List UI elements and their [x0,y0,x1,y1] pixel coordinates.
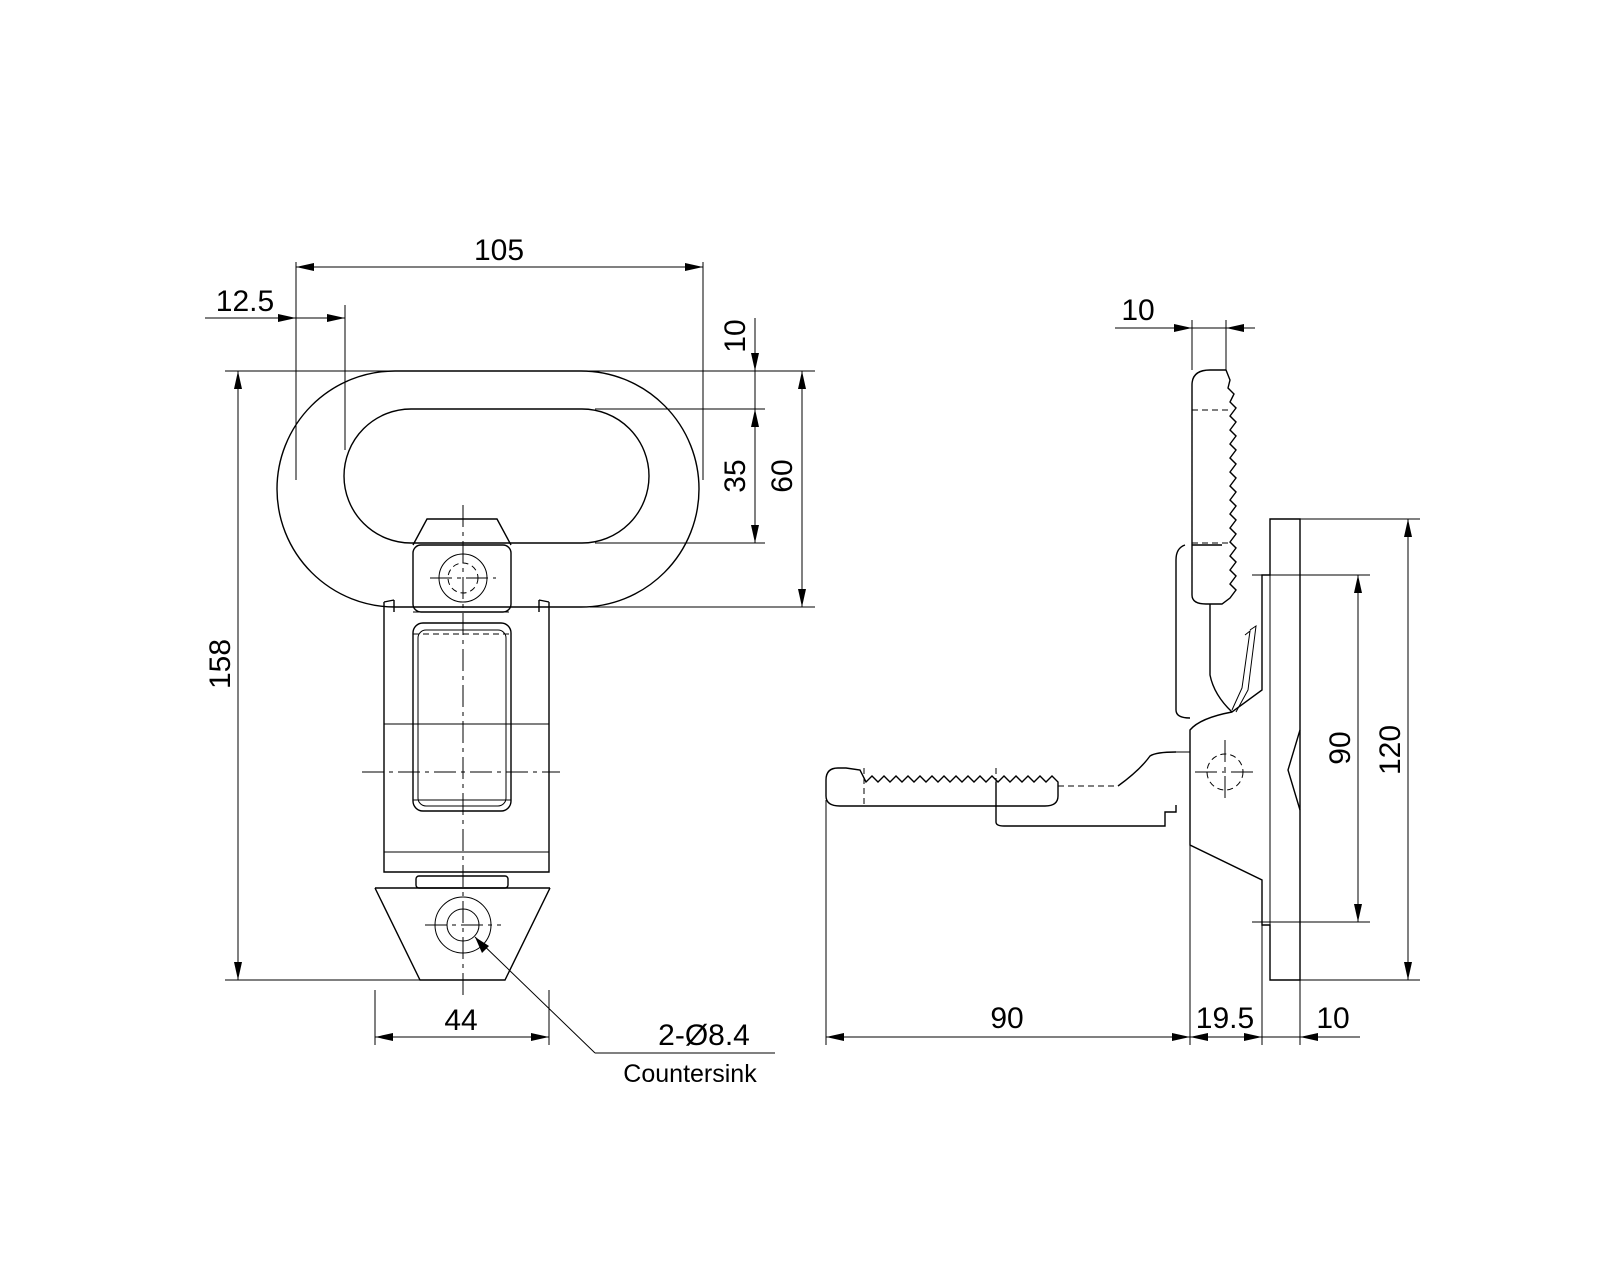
side-view: 10 90 120 90 19.5 10 [825,294,1420,1045]
dim-hole-spacing: 90 [1324,575,1362,922]
dim-overall-height: 158 [204,371,242,980]
dim-label-10-front: 10 [719,319,752,352]
dim-label-158: 158 [204,639,237,689]
dim-ring-thickness: 10 [719,318,759,427]
hole-callout: 2-Ø8.4 Countersink [474,936,775,1088]
front-centerlines [362,505,560,995]
dim-label-90-horizontal: 90 [990,1002,1023,1035]
dim-label-19-5: 19.5 [1196,1002,1254,1035]
dim-label-120: 120 [1374,725,1407,775]
front-view: 105 12.5 10 35 60 [204,234,815,1088]
dim-ring-outer-height: 60 [766,371,806,607]
dim-label-12-5: 12.5 [216,285,274,318]
dim-label-105: 105 [474,234,524,267]
hole-spec-label: 2-Ø8.4 [658,1019,750,1052]
front-extension-lines [225,262,815,1045]
hole-type-label: Countersink [623,1060,757,1088]
dim-label-90-vertical: 90 [1324,731,1357,764]
dim-side-bottom: 90 19.5 10 [826,1002,1360,1041]
side-base [1189,518,1301,981]
dim-overall-width: 105 [296,234,703,271]
dim-side-ring-thickness: 10 [1115,294,1255,332]
side-ring-horizontal [825,751,1190,827]
dim-label-60: 60 [766,459,799,492]
dim-ring-inner-height: 35 [719,409,759,543]
side-ring-vertical [1175,369,1257,719]
dim-base-width: 44 [375,1004,549,1041]
dim-label-10-side-top: 10 [1121,294,1154,327]
dim-label-35: 35 [719,459,752,492]
side-extension-lines [825,320,1420,1045]
dim-ring-offset: 12.5 [205,285,345,322]
front-ring [276,370,700,608]
dim-label-44: 44 [444,1004,477,1037]
dim-label-10-side-bottom: 10 [1316,1002,1349,1035]
dim-base-height: 120 [1374,519,1412,980]
